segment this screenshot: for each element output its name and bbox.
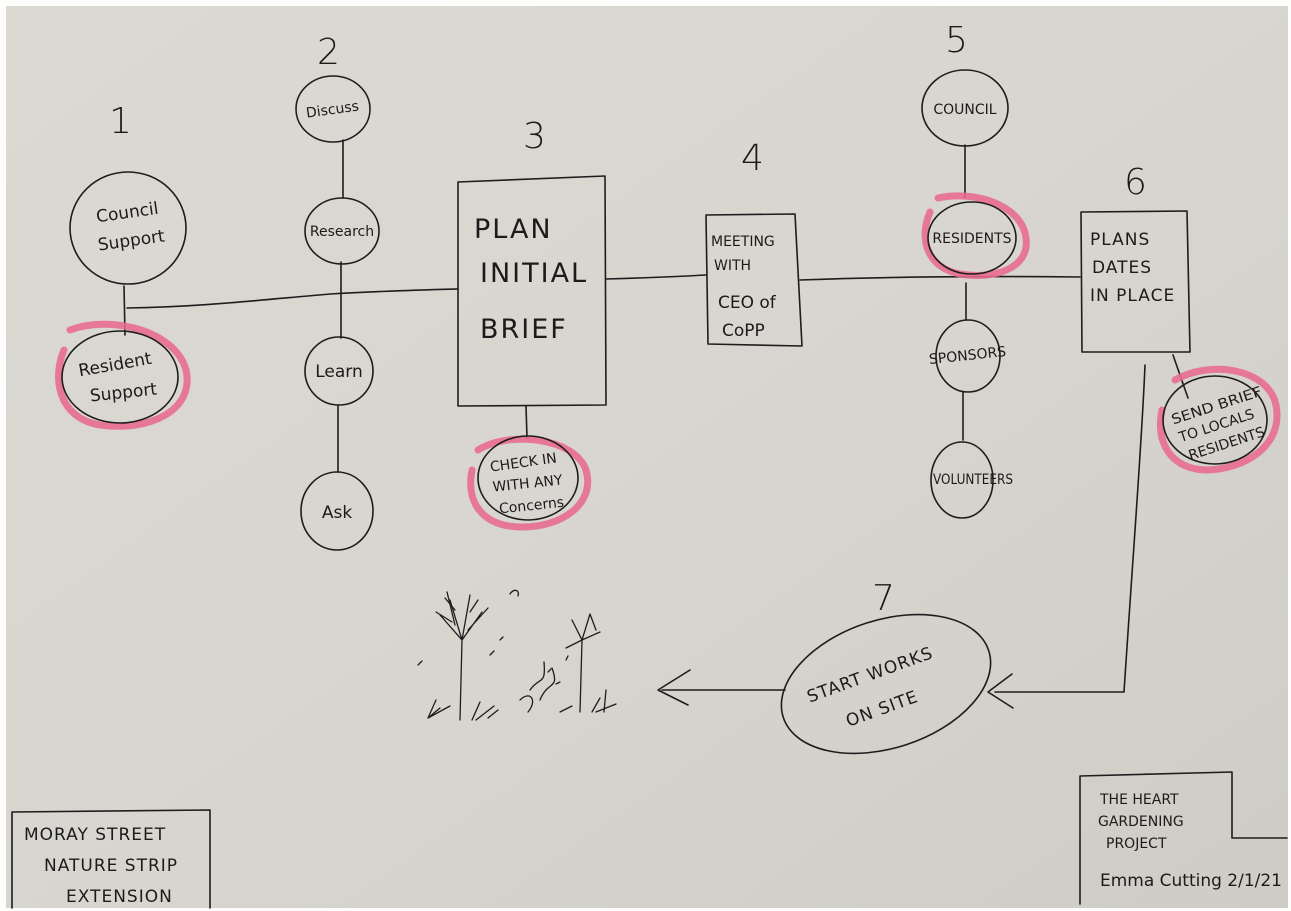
- step-3-number: 3: [523, 116, 546, 157]
- residents-node: [927, 201, 1017, 275]
- meeting-box: [705, 213, 803, 347]
- link-3: [525, 405, 528, 439]
- connector-lines: [123, 139, 1189, 709]
- resident-support-node: [61, 330, 179, 424]
- plan-brief-line1: PLAN: [474, 214, 553, 245]
- volunteers-node: [930, 441, 994, 519]
- flow-line-4-6: [799, 275, 1081, 281]
- flow-line-3-4: [605, 274, 707, 280]
- plan-brief-line3: BRIEF: [480, 314, 568, 345]
- plant-sketch: [417, 589, 617, 721]
- step-7-number: 7: [872, 578, 895, 619]
- plan-brief-box: [457, 175, 607, 407]
- step-1-number: 1: [109, 101, 132, 142]
- learn-node: [304, 336, 374, 406]
- ask-node: [300, 471, 374, 551]
- residents-highlight: [921, 192, 1030, 279]
- paper-sheet: [6, 6, 1288, 908]
- start-works-oval: [780, 613, 992, 755]
- corner-left-line3: EXTENSION: [66, 887, 173, 907]
- residents-label: RESIDENTS: [932, 231, 1011, 247]
- check-in-node: [477, 435, 579, 521]
- research-node: [304, 197, 380, 265]
- meeting-line3: CEO of: [718, 293, 777, 313]
- council-support-node: [69, 171, 187, 285]
- ask-label: Ask: [322, 503, 352, 523]
- research-label: Research: [310, 224, 374, 240]
- corner-left-frame: [11, 809, 211, 909]
- send-brief-node: [1162, 375, 1268, 465]
- corner-right-line3: PROJECT: [1106, 836, 1167, 852]
- corner-right-frame: [1079, 771, 1288, 905]
- step-5: 5 COUNCIL RESIDENTS SPONSORS VOLUNTEERS: [921, 20, 1030, 519]
- return-line: [994, 364, 1146, 693]
- plans-dates-line1: PLANS: [1090, 230, 1150, 250]
- check-in-highlight: [467, 435, 592, 531]
- corner-right-line1: THE HEART: [1099, 792, 1179, 808]
- check-in-line2: WITH ANY: [492, 472, 564, 495]
- resident-support-highlight: [55, 320, 191, 430]
- council-node: [921, 69, 1009, 147]
- meeting-line1: MEETING: [711, 234, 775, 250]
- corner-right-line4: Emma Cutting 2/1/21: [1100, 871, 1282, 891]
- volunteers-label: VOLUNTEERS: [933, 472, 1013, 488]
- step-4: 4 MEETING WITH CEO of CoPP: [705, 138, 803, 347]
- step-2: 2 Discuss Research Learn Ask: [295, 32, 380, 551]
- plans-dates-box: [1080, 210, 1191, 353]
- step-5-number: 5: [945, 20, 968, 61]
- send-brief-highlight: [1157, 365, 1281, 474]
- corner-left-line1: MORAY STREET: [24, 825, 166, 845]
- discuss-label: Discuss: [305, 98, 360, 121]
- main-flow-line: [126, 288, 459, 309]
- discuss-node: [295, 75, 371, 143]
- step-6-number: 6: [1124, 162, 1147, 203]
- plans-dates-line3: IN PLACE: [1090, 286, 1175, 306]
- council-label: COUNCIL: [933, 102, 996, 118]
- step-2-number: 2: [317, 32, 340, 73]
- step-4-number: 4: [741, 138, 764, 179]
- meeting-line2: WITH: [714, 258, 751, 274]
- check-in-line3: Concerns: [498, 495, 565, 518]
- return-arrowhead: [987, 673, 1014, 709]
- arrowhead-plants: [657, 669, 691, 706]
- corner-right-note: THE HEART GARDENING PROJECT Emma Cutting…: [1079, 771, 1288, 905]
- learn-label: Learn: [315, 362, 363, 382]
- plan-brief-line2: INITIAL: [480, 258, 588, 289]
- corner-left-note: MORAY STREET NATURE STRIP EXTENSION: [11, 809, 211, 909]
- corner-right-line2: GARDENING: [1098, 814, 1184, 830]
- corner-left-line2: NATURE STRIP: [44, 856, 178, 876]
- meeting-line4: CoPP: [722, 321, 765, 341]
- sponsors-node: [935, 319, 1001, 393]
- plans-dates-line2: DATES: [1092, 258, 1152, 278]
